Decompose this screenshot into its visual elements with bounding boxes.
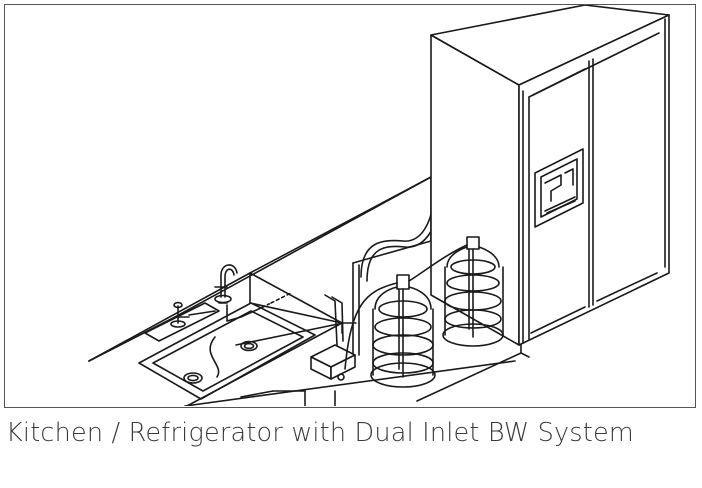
faucet (214, 264, 238, 304)
countertop (88, 176, 432, 406)
water-bottle-back (442, 236, 504, 347)
drinking-water-tap (170, 301, 216, 328)
illustration-frame (4, 4, 696, 408)
refrigerator (430, 5, 670, 346)
sink (138, 302, 316, 400)
caption: Kitchen / Refrigerator with Dual Inlet B… (6, 418, 634, 448)
water-bottle-front (370, 274, 436, 388)
filter-unit (310, 344, 356, 381)
sink-deck (144, 302, 220, 342)
fridge-dispenser (534, 148, 584, 228)
bottle-hoses (344, 244, 468, 370)
kitchen-refrigerator-illustration (88, 5, 670, 406)
